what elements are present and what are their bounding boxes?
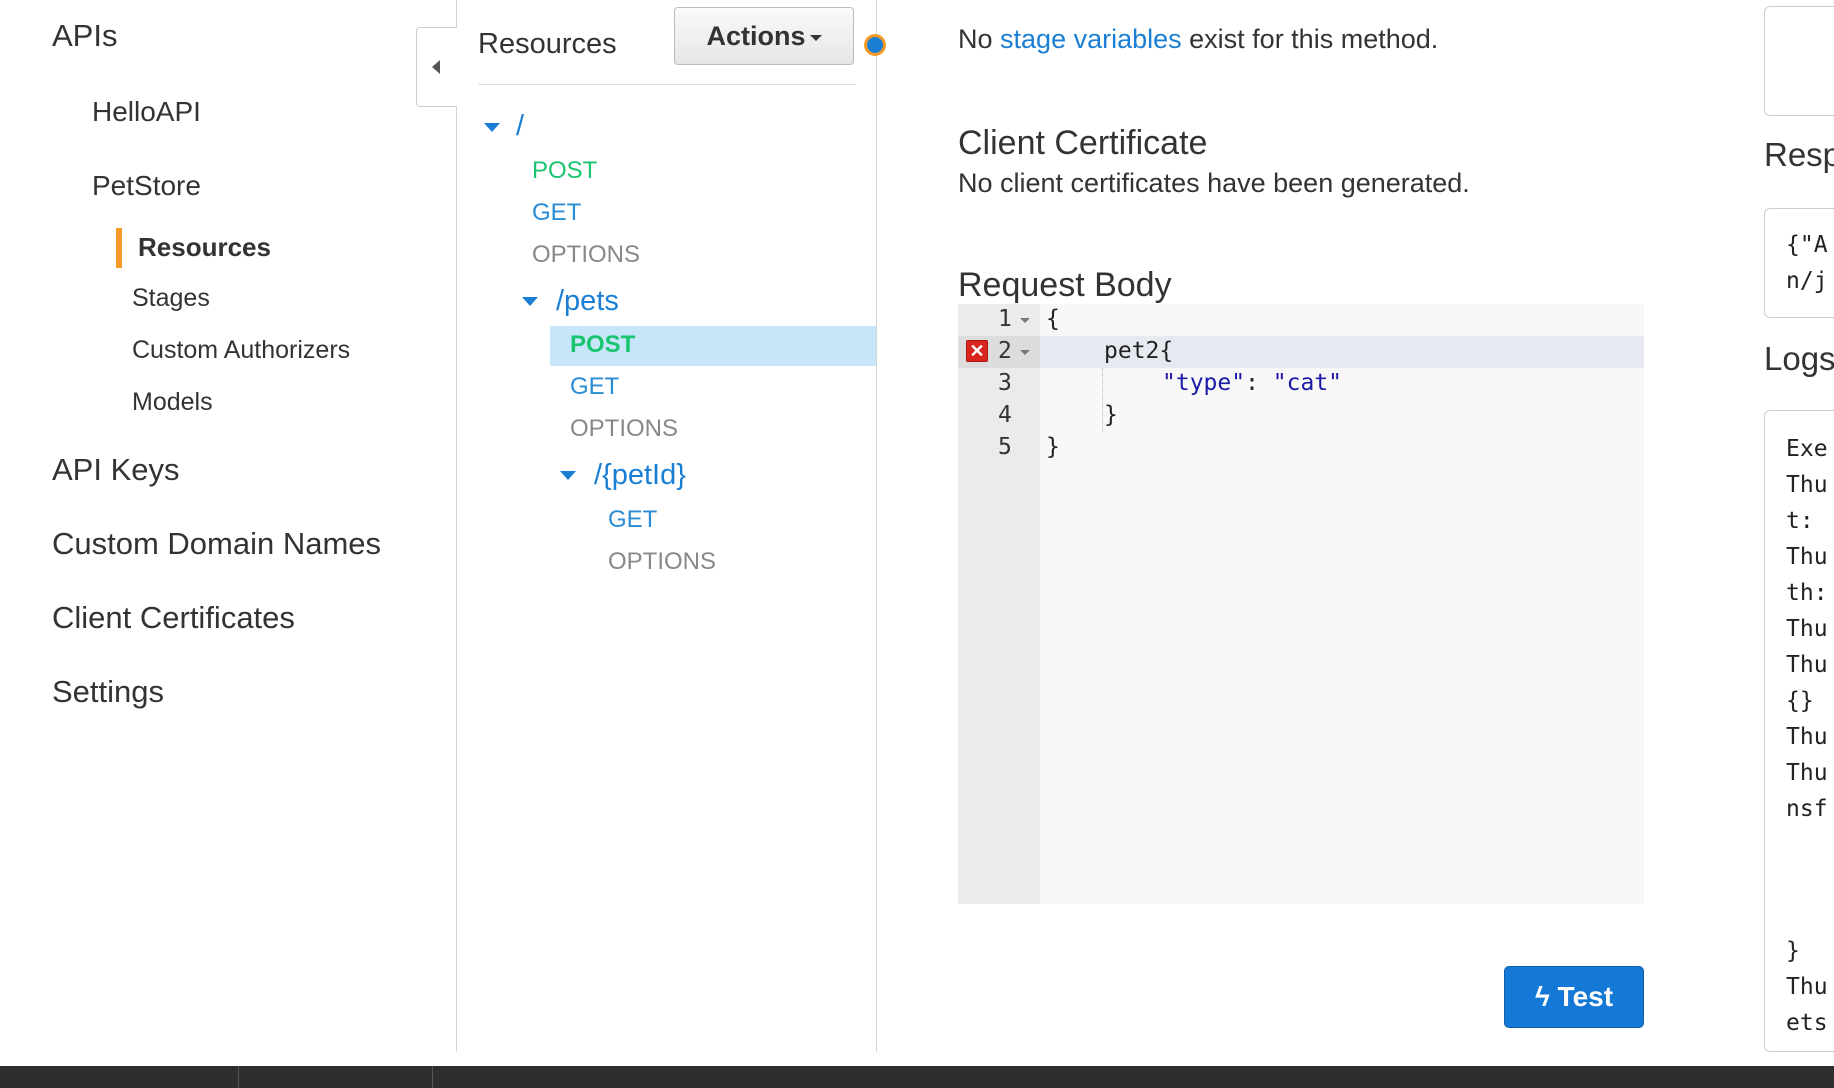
log-line: Thu — [1786, 724, 1828, 750]
code-line-4: } — [1104, 402, 1118, 428]
nav-sub-resources[interactable]: Resources — [138, 232, 271, 262]
client-certificate-heading: Client Certificate — [958, 124, 1208, 162]
nav-api-keys[interactable]: API Keys — [52, 452, 180, 487]
nav-sub-custom-authorizers[interactable]: Custom Authorizers — [132, 336, 351, 364]
response-body-box — [1764, 208, 1834, 318]
resource-root[interactable]: / — [516, 110, 525, 142]
fold-arrow-icon[interactable] — [1020, 350, 1030, 355]
stage-variables-text: No stage variables exist for this method… — [958, 24, 1438, 55]
response-line: n/j — [1786, 268, 1828, 294]
nav-divider — [456, 0, 457, 1052]
resources-title: Resources — [478, 28, 617, 60]
nav-api-helloapi[interactable]: HelloAPI — [92, 96, 201, 127]
request-body-heading: Request Body — [958, 266, 1172, 304]
log-line: Thu — [1786, 974, 1828, 1000]
error-icon[interactable]: ✕ — [966, 340, 988, 362]
log-line: ets — [1786, 1010, 1828, 1036]
fold-arrow-icon[interactable] — [1020, 318, 1030, 323]
json-sep: : — [1245, 370, 1273, 396]
log-line: Thu — [1786, 472, 1828, 498]
method-root-post[interactable]: POST — [532, 157, 598, 184]
bottom-divider — [432, 1066, 433, 1088]
code-line-3: "type": "cat" — [1162, 370, 1342, 396]
indent-guide — [1102, 368, 1104, 432]
stage-variables-link[interactable]: stage variables — [1000, 24, 1182, 54]
log-line: Thu — [1786, 616, 1828, 642]
log-line: t: — [1786, 508, 1814, 534]
logs-heading: Logs — [1764, 340, 1834, 377]
bottom-toolbar — [0, 1066, 1834, 1088]
expand-petid-icon[interactable] — [560, 471, 576, 480]
log-line: } — [1786, 938, 1800, 964]
resize-handle-icon[interactable] — [864, 34, 886, 56]
log-line: nsf — [1786, 796, 1828, 822]
log-line: th: — [1786, 580, 1828, 606]
expand-pets-icon[interactable] — [522, 297, 538, 306]
line-number: 5 — [998, 434, 1012, 460]
json-key: "type" — [1162, 370, 1246, 396]
selected-row-highlight — [550, 326, 876, 366]
resource-petid[interactable]: /{petId} — [594, 459, 686, 491]
resource-pets[interactable]: /pets — [556, 285, 619, 317]
resources-divider — [478, 84, 856, 85]
nav-custom-domain-names[interactable]: Custom Domain Names — [52, 526, 382, 561]
response-line: {"A — [1786, 232, 1828, 258]
nav-client-certificates[interactable]: Client Certificates — [52, 600, 295, 635]
nav-sub-models[interactable]: Models — [132, 388, 213, 416]
method-petid-get[interactable]: GET — [608, 506, 658, 533]
editor-gutter — [958, 304, 1040, 904]
test-button[interactable]: ϟ Test — [1504, 966, 1644, 1028]
log-line: Exe — [1786, 436, 1828, 462]
method-root-options[interactable]: OPTIONS — [532, 241, 641, 268]
method-root-get[interactable]: GET — [532, 199, 582, 226]
method-petid-options[interactable]: OPTIONS — [608, 548, 717, 575]
code-line-2: pet2{ — [1104, 338, 1174, 364]
request-body-editor[interactable] — [958, 304, 1644, 904]
method-pets-get[interactable]: GET — [570, 373, 620, 400]
bottom-divider — [238, 1066, 239, 1088]
stage-no: No — [958, 24, 993, 54]
line-number: 2 — [998, 338, 1012, 364]
test-label: Test — [1557, 981, 1614, 1012]
right-top-box — [1764, 6, 1834, 116]
line-number: 1 — [998, 306, 1012, 332]
collapse-arrow-icon — [432, 60, 440, 74]
log-line: {} — [1786, 688, 1814, 714]
json-value: "cat" — [1272, 370, 1343, 396]
editor-active-line — [1040, 336, 1644, 368]
nav-settings[interactable]: Settings — [52, 674, 165, 709]
code-line-5: } — [1046, 434, 1060, 460]
actions-label: Actions — [706, 21, 806, 51]
line-number: 3 — [998, 370, 1012, 396]
code-line-1: { — [1046, 306, 1060, 332]
caret-down-icon — [809, 34, 822, 41]
response-heading: Resp — [1764, 136, 1834, 173]
lightning-icon: ϟ — [1534, 981, 1558, 1012]
active-indicator — [116, 228, 122, 268]
log-line: Thu — [1786, 760, 1828, 786]
nav-api-petstore[interactable]: PetStore — [92, 170, 201, 201]
expand-root-icon[interactable] — [484, 123, 500, 132]
nav-sub-stages[interactable]: Stages — [132, 284, 210, 312]
line-number: 4 — [998, 402, 1012, 428]
nav-apis-heading[interactable]: APIs — [52, 18, 118, 53]
actions-button[interactable]: Actions — [674, 7, 854, 65]
log-line: Thu — [1786, 544, 1828, 570]
stage-rest: exist for this method. — [1189, 24, 1439, 54]
log-line: Thu — [1786, 652, 1828, 678]
client-certificate-text: No client certificates have been generat… — [958, 168, 1470, 198]
method-pets-post[interactable]: POST — [570, 331, 636, 358]
logs-box — [1764, 410, 1834, 1052]
method-pets-options[interactable]: OPTIONS — [570, 415, 679, 442]
resources-divider-vertical[interactable] — [876, 0, 877, 1052]
